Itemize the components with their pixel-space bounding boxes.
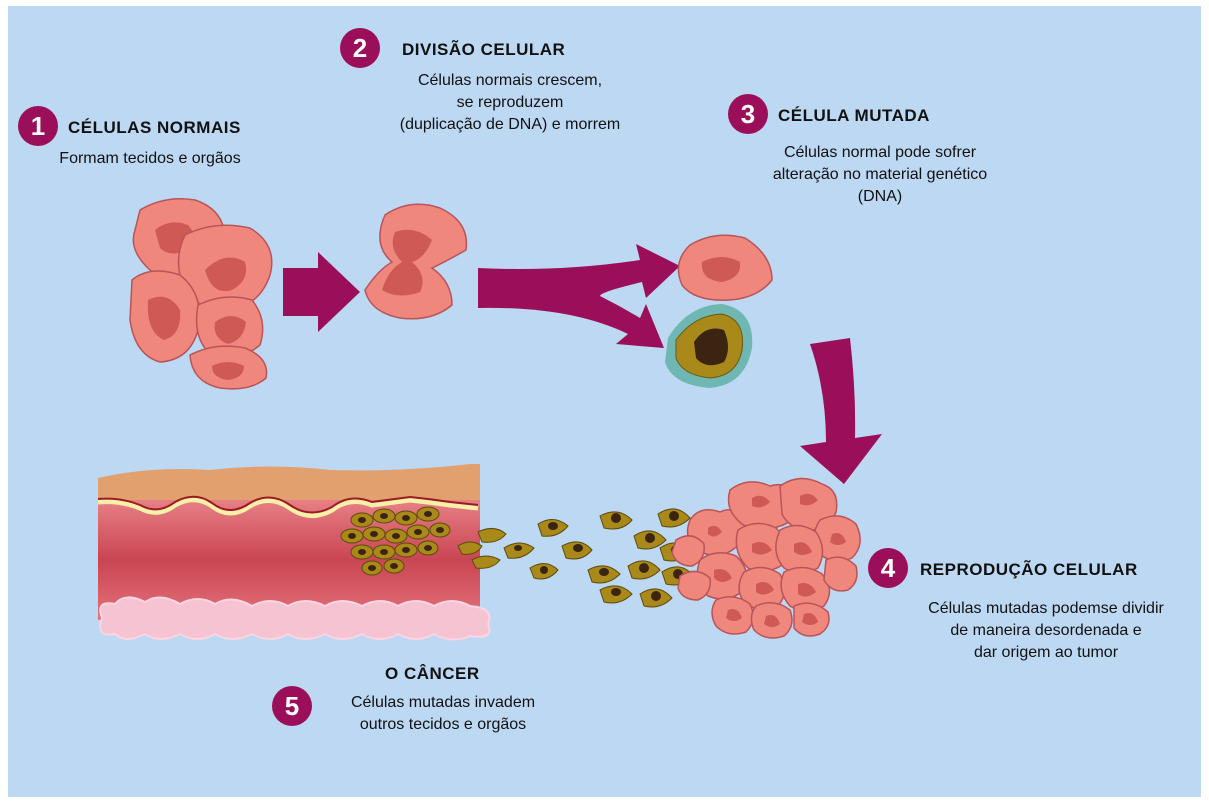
step-4-line: dar origem ao tumor — [896, 642, 1196, 664]
step-2-badge: 2 — [340, 28, 380, 68]
step-3-badge: 3 — [728, 94, 768, 134]
step-5-title: O CÂNCER — [385, 664, 480, 684]
step-4-line: de maneira desordenada e — [896, 620, 1196, 642]
step-4-badge: 4 — [868, 548, 908, 588]
dividing-cell — [365, 204, 466, 318]
migrating-mutated-cells — [458, 509, 694, 607]
step-2-line: se reproduzem — [360, 92, 660, 114]
step-1-line: Formam tecidos e orgãos — [20, 148, 280, 170]
tissue-section — [98, 464, 490, 640]
arrow-step3-to-step4 — [800, 338, 882, 484]
arrow-split-step2-to-step3 — [478, 244, 680, 348]
step-1-description: Formam tecidos e orgãos — [20, 148, 280, 170]
step-3-title: CÉLULA MUTADA — [778, 106, 930, 126]
step-4-title: REPRODUÇÃO CELULAR — [920, 560, 1138, 580]
step-1-badge: 1 — [18, 106, 58, 146]
normal-cells-cluster — [130, 199, 272, 389]
step-3-line: Células normal pode sofrer — [730, 142, 1030, 164]
arrow-step1-to-step2 — [283, 252, 360, 332]
step-4-description: Células mutadas podemse dividir de manei… — [896, 598, 1196, 664]
step-3-line: alteração no material genético — [730, 164, 1030, 186]
tumor-mass — [672, 478, 860, 638]
step-2-description: Células normais crescem, se reproduzem (… — [360, 70, 660, 136]
step-5-line: Células mutadas invadem — [318, 692, 568, 714]
step-1-title: CÉLULAS NORMAIS — [68, 118, 241, 138]
step-5-description: Células mutadas invadem outros tecidos e… — [318, 692, 568, 736]
step-5-badge: 5 — [272, 686, 312, 726]
step-2-line: (duplicação de DNA) e morrem — [360, 114, 660, 136]
step-4-line: Células mutadas podemse dividir — [896, 598, 1196, 620]
step-3-description: Células normal pode sofrer alteração no … — [730, 142, 1030, 208]
step-2-line: Células normais crescem, — [360, 70, 660, 92]
step-3-line: (DNA) — [730, 186, 1030, 208]
dividing-cell-body — [365, 204, 466, 318]
mutated-cell — [665, 304, 752, 388]
step-2-title: DIVISÃO CELULAR — [402, 40, 565, 60]
step-5-line: outros tecidos e orgãos — [318, 714, 568, 736]
tissue-fat-layer — [100, 597, 489, 639]
